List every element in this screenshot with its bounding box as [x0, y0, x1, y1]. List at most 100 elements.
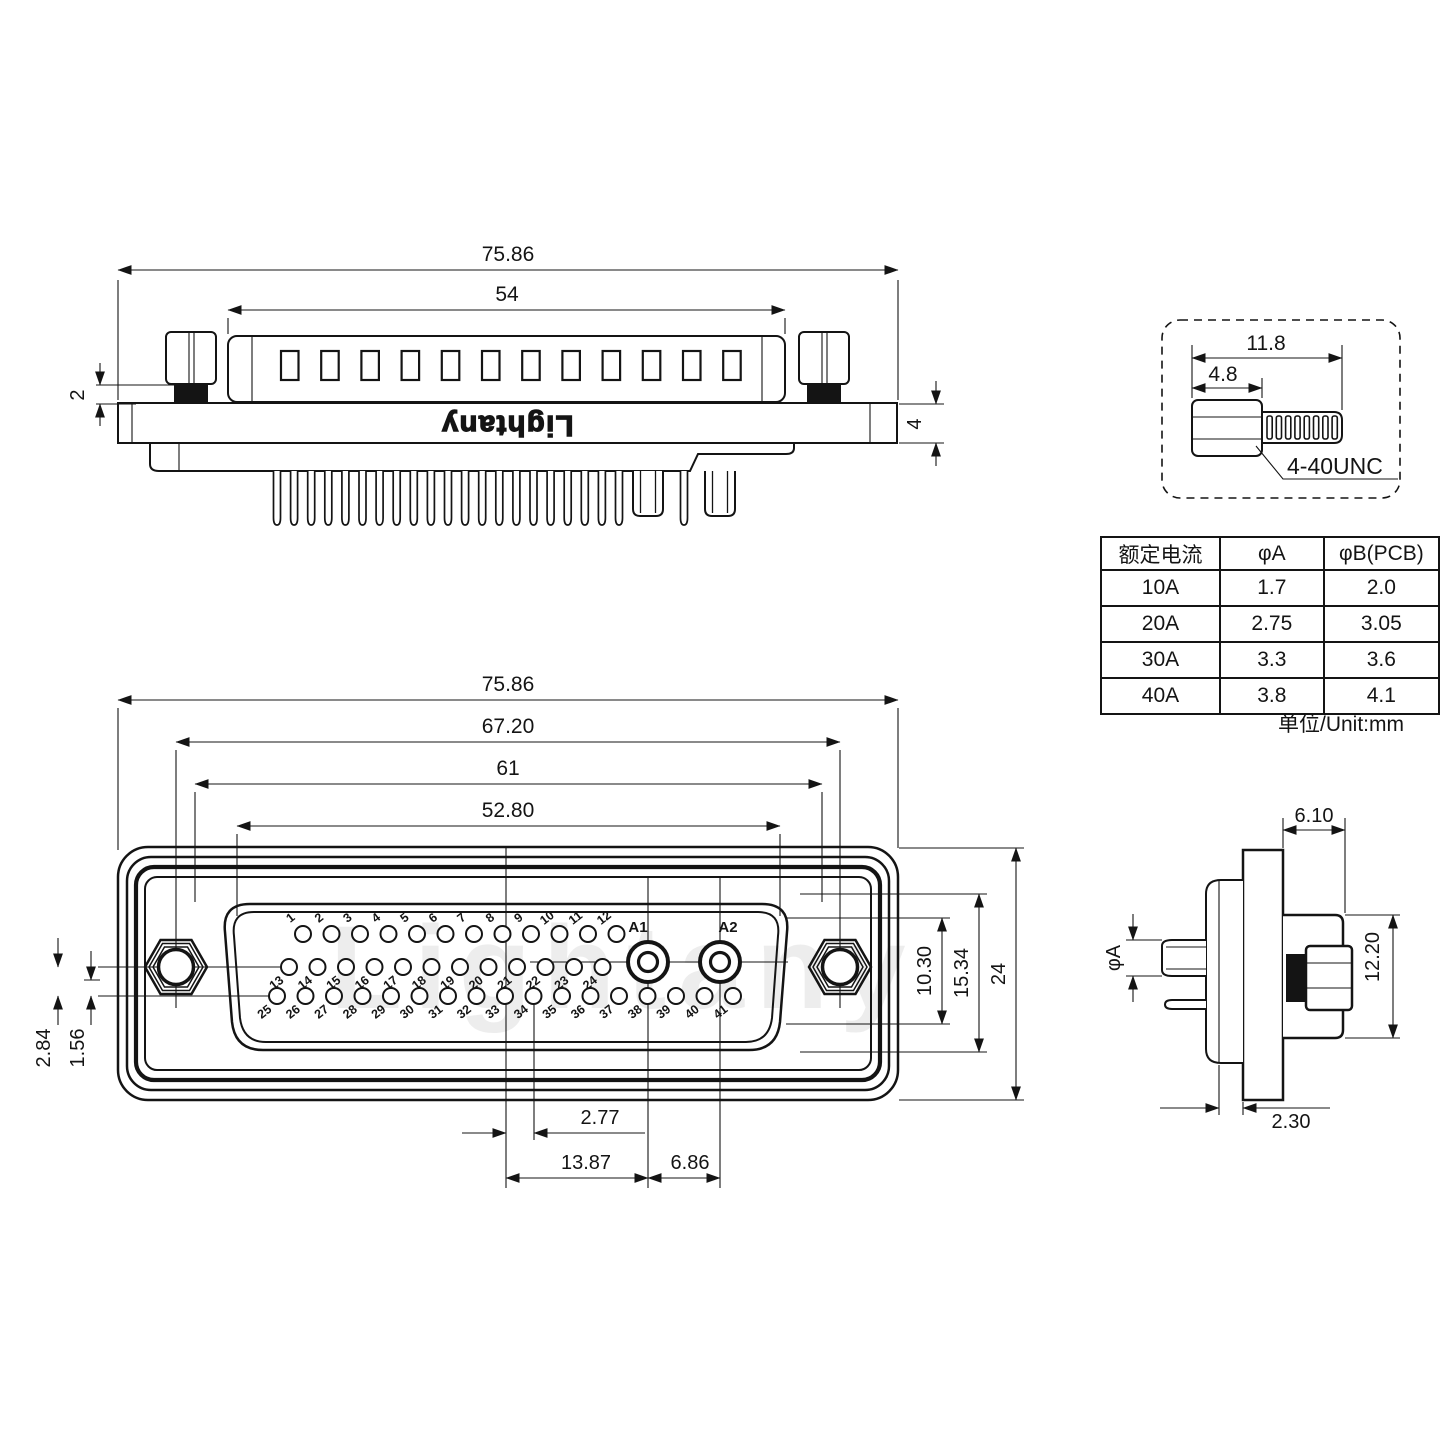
cell: 30A [1100, 641, 1221, 679]
pin-hole [296, 987, 315, 1005]
top-view: 75.86 54 Lightany 2 4 [67, 243, 944, 526]
side-dim-front-depth: 6.10 [1295, 805, 1334, 827]
slot [681, 349, 702, 382]
pin-hole [451, 958, 469, 976]
slot [320, 349, 340, 382]
pin-hole [565, 958, 583, 976]
pin-hole [365, 958, 384, 976]
table-row: 20A 2.75 3.05 [1100, 605, 1440, 643]
pin [443, 471, 453, 526]
slot [400, 349, 421, 382]
screw-dim-total: 11.8 [1246, 332, 1285, 355]
pin-hole [553, 987, 571, 1005]
side-dim-rear-depth: 2.30 [1272, 1111, 1311, 1133]
pin-label: 22 [523, 973, 543, 993]
slot [521, 349, 541, 382]
pin-label: 19 [438, 973, 458, 993]
pin [614, 471, 624, 526]
pin-hole [724, 987, 742, 1005]
pin-label: 27 [312, 1002, 332, 1022]
pin-label: 37 [597, 1002, 617, 1022]
power-contact-label: A2 [718, 919, 737, 936]
cell: 2.0 [1322, 569, 1440, 607]
top-body-slots [279, 349, 742, 382]
pin [529, 471, 538, 526]
mount-nut-left [143, 938, 209, 996]
brand-logo: Lightany [441, 409, 574, 441]
top-dim-overall-width: 75.86 [482, 243, 535, 266]
pin-label: 14 [295, 973, 315, 993]
pin [358, 471, 367, 526]
pin-label: 10 [537, 908, 557, 928]
pin-hole [382, 987, 400, 1005]
pin-hole [496, 987, 514, 1005]
top-flange [117, 402, 898, 444]
cell: 3.8 [1218, 677, 1325, 715]
unit-note: 单位/Unit:mm [1278, 713, 1404, 736]
pin-hole [408, 925, 426, 943]
pin [426, 471, 436, 526]
top-dim-flange-thickness: 4 [904, 418, 926, 429]
pin-hole [322, 925, 341, 943]
side-rear-body [1205, 879, 1243, 1064]
pin [289, 471, 299, 526]
pin-hole [607, 925, 626, 943]
top-dim-standoff: 2 [67, 389, 89, 400]
pin-hole [394, 958, 412, 976]
cell: 4.1 [1322, 677, 1440, 715]
cell: 1.7 [1218, 569, 1325, 607]
pin-hole [536, 958, 555, 976]
cell: 3.05 [1322, 605, 1440, 643]
pin-hole [422, 958, 441, 976]
table-row: 10A 1.7 2.0 [1100, 569, 1440, 607]
front-dim-overall-height: 24 [988, 963, 1010, 985]
top-rear-shell [149, 443, 795, 472]
slot [722, 349, 742, 382]
side-flange [1241, 848, 1285, 1102]
pin [597, 471, 607, 526]
slot [641, 349, 662, 382]
screw-thread-lines [1266, 415, 1339, 440]
pin-hole [467, 987, 486, 1005]
power-pin [632, 471, 664, 517]
pin-hole [351, 925, 369, 943]
pin [409, 471, 419, 526]
pin-label: 33 [483, 1002, 503, 1022]
front-dim-insert-height: 15.34 [951, 948, 973, 998]
pin-hole [524, 987, 543, 1005]
pin-hole [325, 987, 343, 1005]
pin-hole [493, 925, 512, 943]
pin-label: 40 [682, 1002, 702, 1022]
cell: 40A [1100, 677, 1221, 715]
pin [323, 471, 333, 526]
cell: 2.75 [1218, 605, 1325, 643]
screw-dim-head: 4.8 [1208, 363, 1237, 386]
front-dim-opening-height: 10.30 [914, 946, 936, 996]
pin [375, 471, 384, 526]
pin-label: 36 [568, 1002, 588, 1022]
side-signal-pin [1163, 999, 1206, 1010]
screw-thread-shaft [1262, 411, 1343, 444]
pin-label: 24 [580, 973, 600, 993]
screw-head [1191, 399, 1263, 457]
side-power-pin [1161, 939, 1206, 977]
pin-label: 35 [540, 1002, 560, 1022]
pin-label: 12 [594, 908, 614, 928]
slot [440, 349, 461, 382]
pin-label: 31 [426, 1002, 446, 1022]
front-dim-insert-width: 52.80 [482, 799, 535, 822]
table-header-current: 额定电流 [1100, 536, 1221, 571]
mount-nut-right [807, 938, 873, 996]
side-hex-nut [1304, 944, 1354, 1012]
front-dim-shell-width: 61 [496, 757, 519, 780]
pin [563, 471, 573, 526]
pin [272, 471, 282, 526]
pin-label: 18 [409, 973, 429, 993]
cell: 10A [1100, 569, 1221, 607]
pin-hole [337, 958, 355, 976]
pin-hole [638, 987, 657, 1005]
pin-hole [695, 987, 714, 1005]
pin-hole [308, 958, 327, 976]
